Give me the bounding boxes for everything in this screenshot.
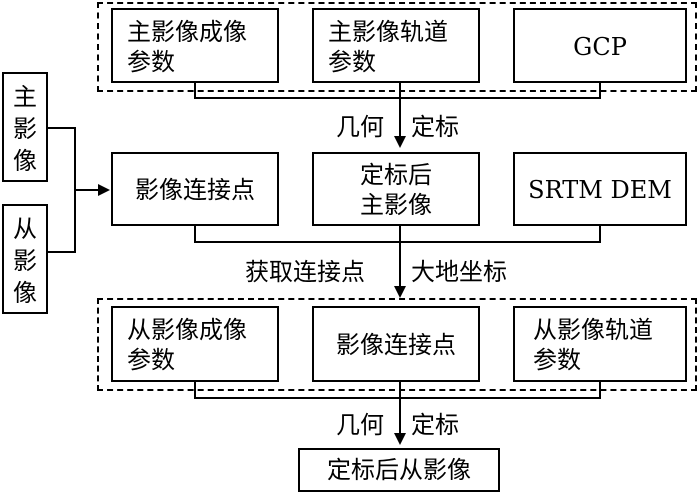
secondary-imaging-params-line1: 从影像成像 (127, 316, 247, 344)
primary-image-char-1: 主 (13, 83, 37, 111)
secondary-image-box: 从 影 像 (2, 204, 48, 314)
primary-image-box: 主 影 像 (2, 72, 48, 182)
secondary-image-char-1: 从 (13, 215, 37, 243)
arrow3-label-right: 定标 (411, 411, 459, 439)
primary-imaging-params-box: 主影像成像 参数 (111, 8, 279, 83)
bottom-tiepoints-label: 影像连接点 (336, 331, 456, 359)
tiepoints-label: 影像连接点 (135, 176, 255, 204)
bottom-dashed-group (97, 298, 697, 391)
secondary-imaging-params-box: 从影像成像 参数 (111, 306, 279, 382)
srtm-dem-label: SRTM DEM (528, 176, 672, 204)
bottom-tiepoints-box: 影像连接点 (312, 306, 480, 382)
calibrated-primary-line2: 主影像 (360, 191, 432, 219)
primary-image-char-2: 影 (13, 115, 37, 143)
secondary-orbit-params-line2: 参数 (533, 346, 581, 374)
calibrated-primary-line1: 定标后 (360, 161, 432, 189)
arrow1-label-right: 定标 (411, 113, 459, 141)
primary-orbit-params-line1: 主影像轨道 (328, 18, 448, 46)
secondary-imaging-params-line2: 参数 (127, 346, 175, 374)
srtm-dem-box: SRTM DEM (513, 152, 687, 226)
gcp-label: GCP (573, 33, 627, 61)
primary-imaging-params-line2: 参数 (127, 48, 175, 76)
arrow3-label-left: 几何 (336, 411, 384, 439)
arrow2-label-left: 获取连接点 (245, 258, 365, 286)
top-dashed-group (97, 2, 697, 92)
secondary-orbit-params-box: 从影像轨道 参数 (513, 306, 687, 382)
calibrated-primary-box: 定标后 主影像 (312, 152, 480, 226)
secondary-image-char-2: 影 (13, 247, 37, 275)
primary-imaging-params-line1: 主影像成像 (127, 18, 247, 46)
tiepoints-box: 影像连接点 (111, 152, 279, 226)
primary-orbit-params-box: 主影像轨道 参数 (312, 8, 480, 83)
primary-orbit-params-line2: 参数 (328, 48, 376, 76)
calibrated-secondary-output-box: 定标后从影像 (298, 448, 500, 492)
output-label: 定标后从影像 (327, 456, 471, 484)
gcp-box: GCP (513, 8, 687, 83)
secondary-orbit-params-line1: 从影像轨道 (533, 316, 653, 344)
primary-image-char-3: 像 (13, 147, 37, 175)
secondary-image-char-3: 像 (13, 279, 37, 307)
arrow2-label-right: 大地坐标 (411, 258, 507, 286)
arrow1-label-left: 几何 (336, 113, 384, 141)
